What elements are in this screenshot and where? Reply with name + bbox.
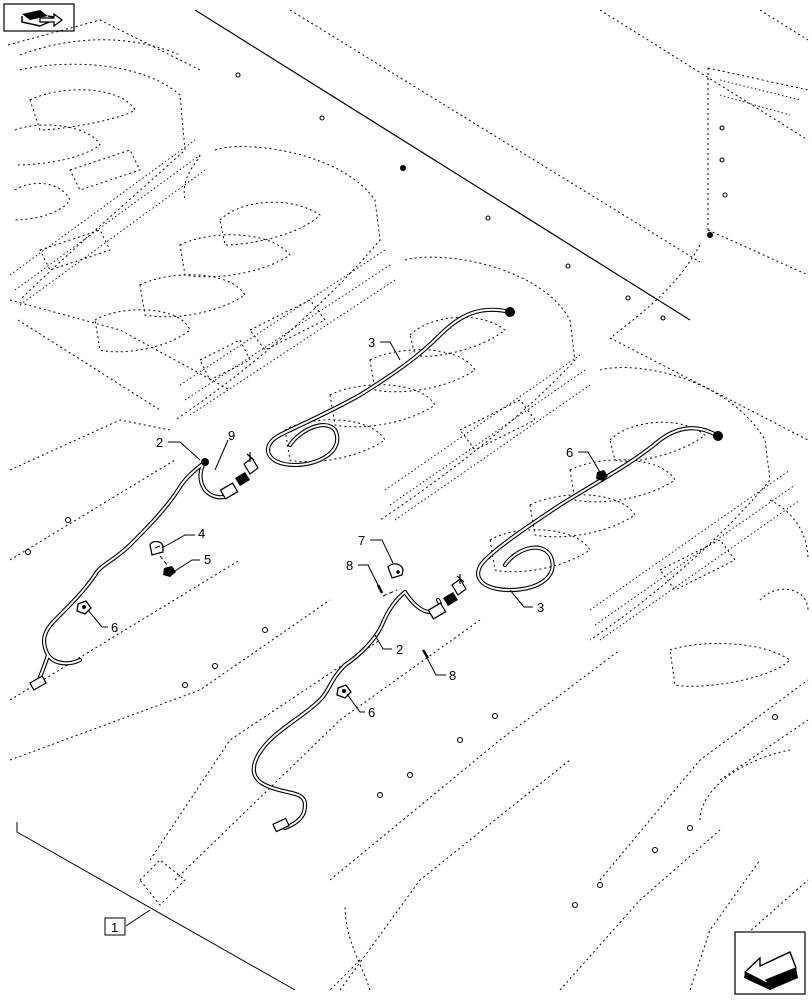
wire-harness-3-upper [266,307,515,468]
row-divider-ghosts [9,419,809,991]
nut-part-6-right [596,470,608,481]
wire-harness-3-lower [476,426,723,593]
callout-2-right: 2 [396,642,403,657]
nut-part-6-left [76,600,92,615]
frame-bolt-markers [24,72,779,909]
book-arrow-icon[interactable] [3,3,75,32]
pin-part-8-upper [376,584,398,597]
nut-part-5 [159,555,176,577]
clip-part-7 [387,563,404,579]
callout-leaders [16,341,601,991]
clip-part-4 [149,540,164,556]
sensor-connector [201,452,259,500]
callout-6-left: 6 [111,620,118,635]
callout-3-upper: 3 [368,335,375,350]
callout-8-upper: 8 [346,558,353,573]
callout-7: 7 [358,533,365,548]
callout-2-left: 2 [156,435,163,450]
callout-4: 4 [198,526,205,541]
pin-part-8-lower [421,649,430,659]
row-unit-ghost [94,146,396,421]
next-page-arrow-icon[interactable] [734,931,806,995]
header-frame-ghost [7,9,809,441]
sensor-harness-2-right [251,574,467,833]
callout-3-lower: 3 [537,600,544,615]
callout-6-right: 6 [566,445,573,460]
callout-6-mid: 6 [368,705,375,720]
callout-labels: 1 2 9 3 4 5 6 6 6 7 8 8 2 3 [104,335,573,936]
row-unit-ghost [489,367,809,687]
callout-8-lower: 8 [449,668,456,683]
sensor-connector [427,574,467,620]
callout-9: 9 [228,428,235,443]
callout-5: 5 [204,552,211,567]
row-unit-ghost [284,256,591,521]
callout-1: 1 [111,920,118,935]
row-unit-ghost [9,63,206,306]
callout-1-box: 1 [104,917,126,936]
sensor-harness-2-left [29,452,259,691]
